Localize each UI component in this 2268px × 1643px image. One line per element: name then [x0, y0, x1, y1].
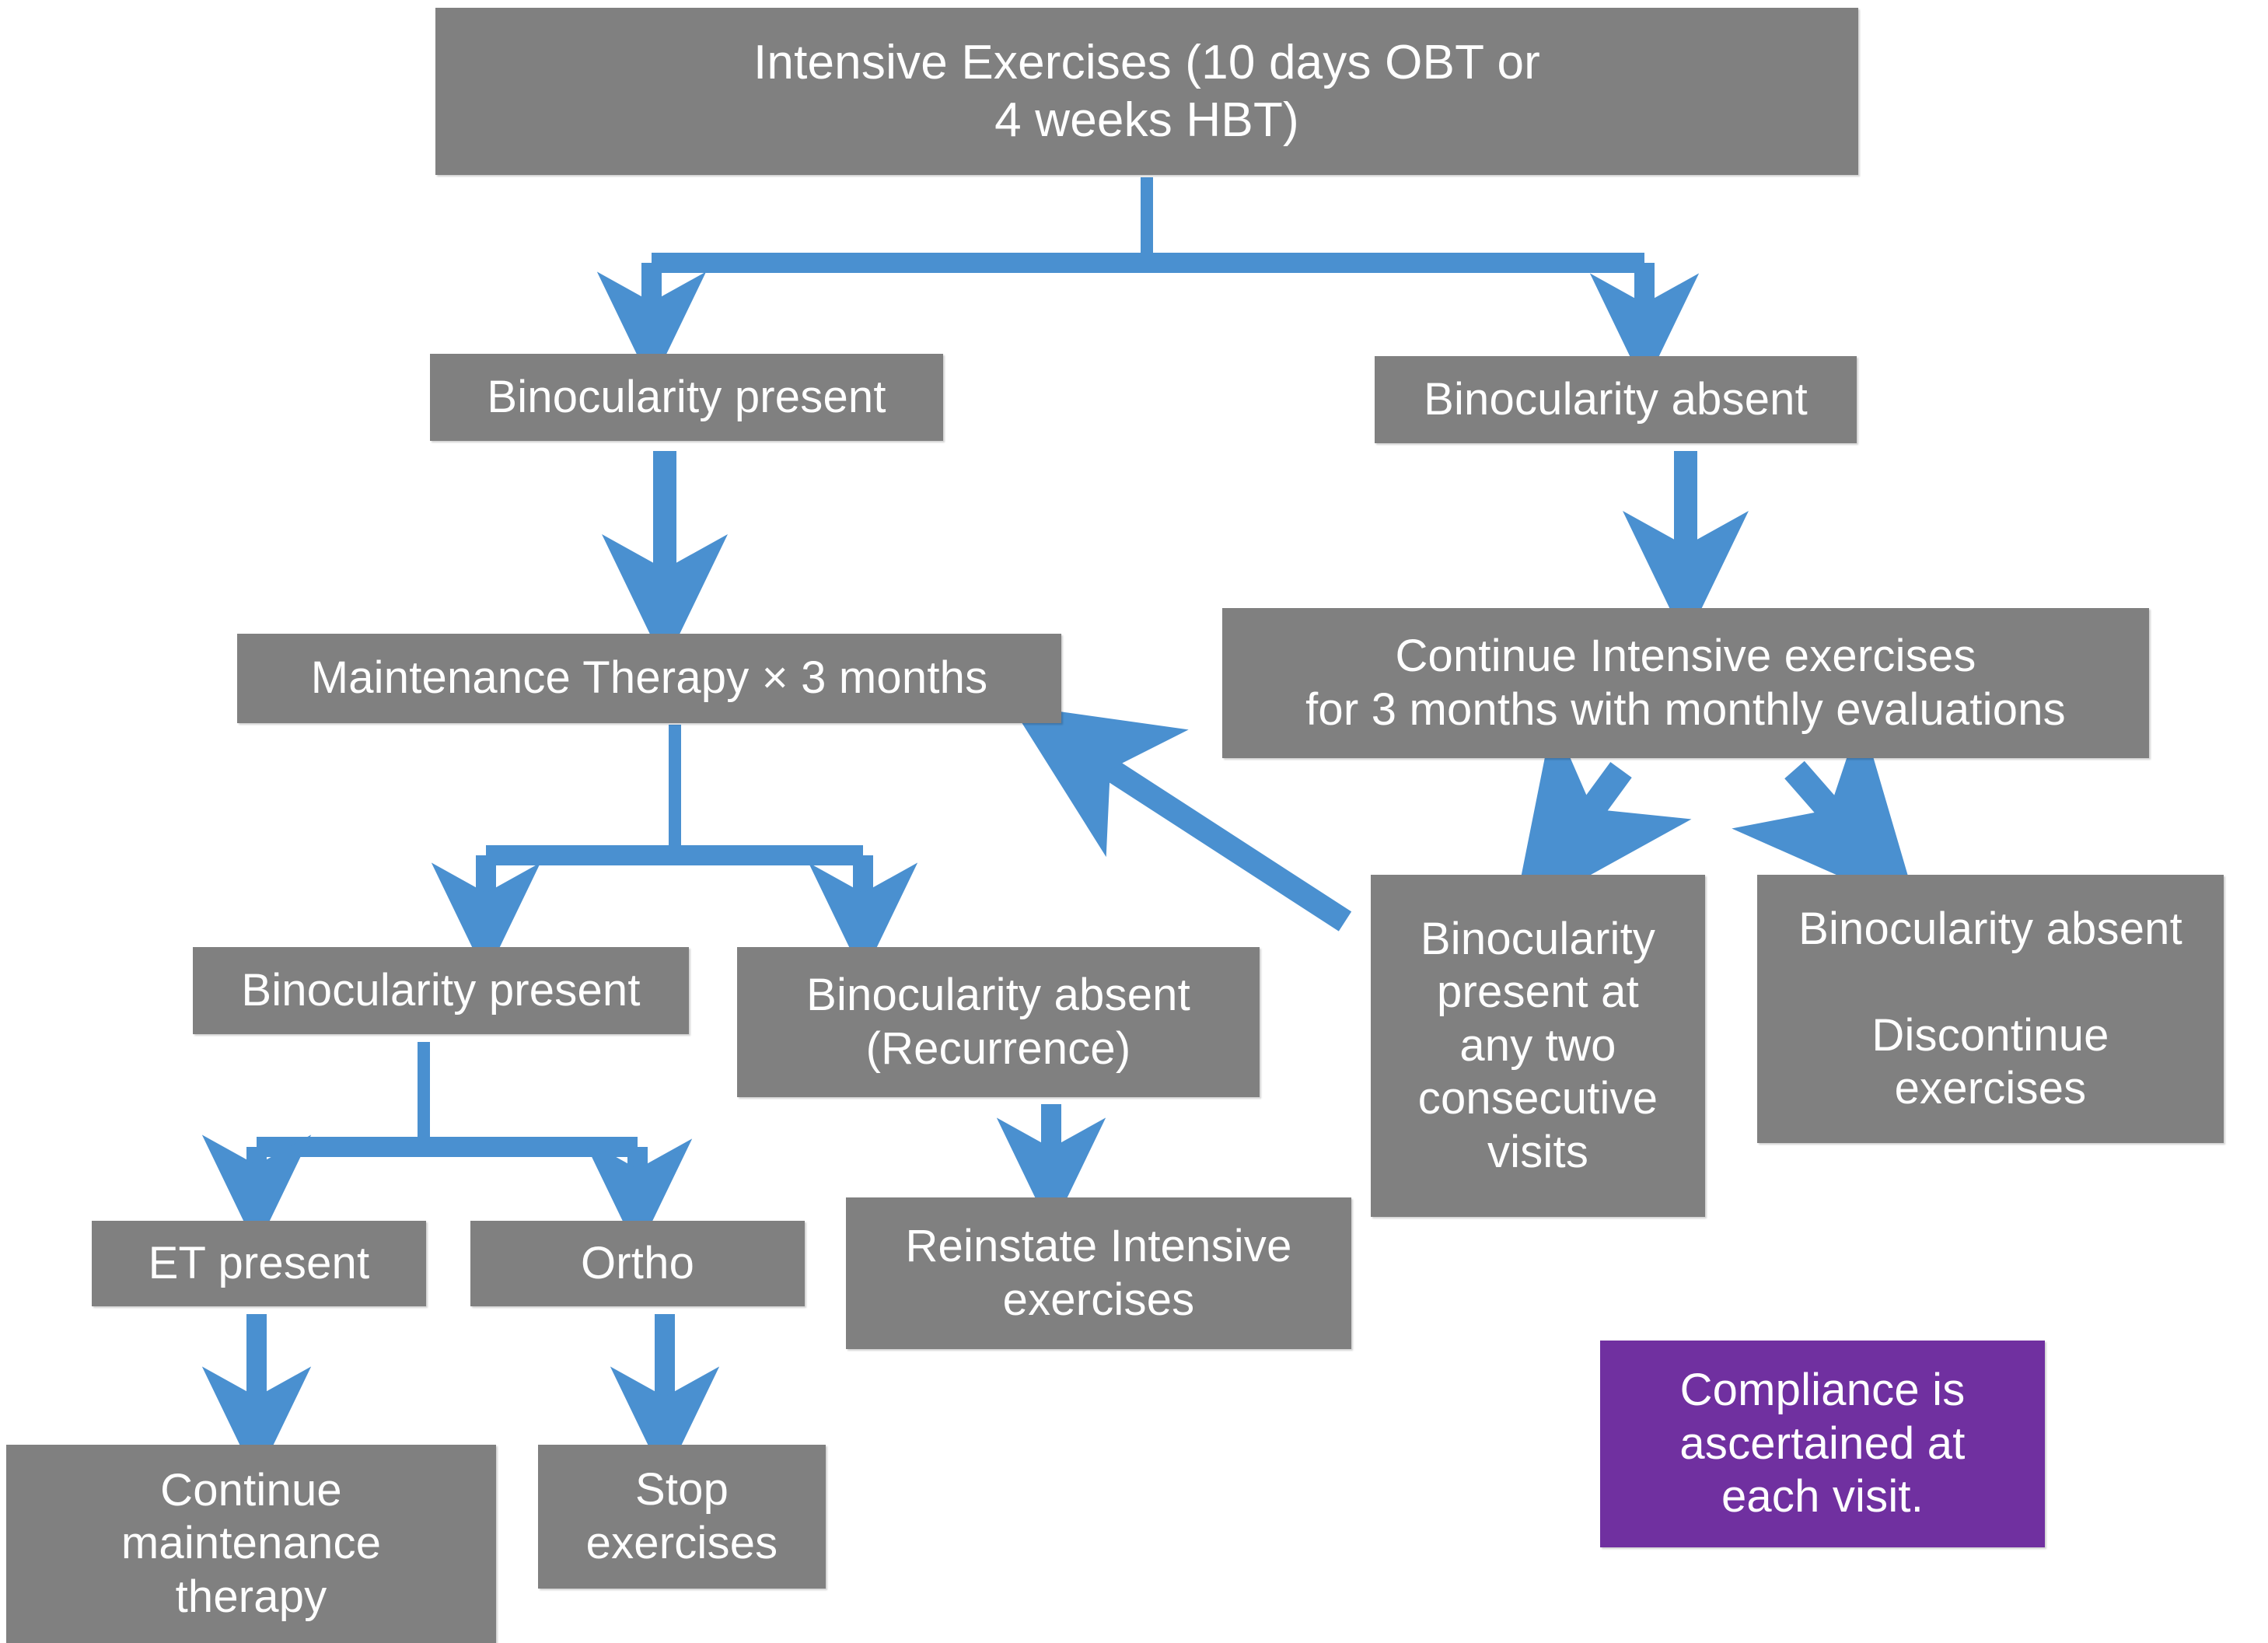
node-binocularity-absent-recurrence[interactable]: Binocularity absent (Recurrence): [737, 947, 1260, 1097]
node-reinstate-intensive-exercises[interactable]: Reinstate Intensive exercises: [846, 1197, 1351, 1349]
node-binocularity-present-top[interactable]: Binocularity present: [430, 354, 943, 441]
connector-root-stem: [596, 177, 1700, 387]
node-continue-maintenance-therapy[interactable]: Continue maintenance therapy: [6, 1445, 496, 1643]
node-binocularity-present-two-visits[interactable]: Binocularity present at any two consecut…: [1371, 875, 1705, 1217]
node-binocularity-absent-top[interactable]: Binocularity absent: [1375, 356, 1857, 443]
connector-maintenance-split: [431, 725, 918, 977]
node-intensive-exercises[interactable]: Intensive Exercises (10 days OBT or 4 we…: [435, 8, 1858, 175]
node-ortho[interactable]: Ortho: [470, 1221, 805, 1306]
node-maintenance-therapy[interactable]: Maintenance Therapy × 3 months: [237, 634, 1061, 723]
connector-continue-split-left: [1512, 717, 1692, 918]
node-binocularity-absent-discontinue[interactable]: Binocularity absent Discontinue exercise…: [1757, 875, 2224, 1143]
node-compliance-note: Compliance is ascertained at each visit.: [1600, 1341, 2045, 1547]
node-stop-exercises[interactable]: Stop exercises: [538, 1445, 826, 1589]
connector-two-visits-to-maintenance: [1010, 704, 1352, 932]
connector-continue-split-right: [1732, 715, 1919, 911]
node-binocularity-present-mid[interactable]: Binocularity present: [193, 947, 689, 1034]
node-et-present[interactable]: ET present: [92, 1221, 426, 1306]
node-continue-intensive-exercises[interactable]: Continue Intensive exercises for 3 month…: [1222, 608, 2149, 758]
connector-present2-split: [201, 1042, 693, 1253]
